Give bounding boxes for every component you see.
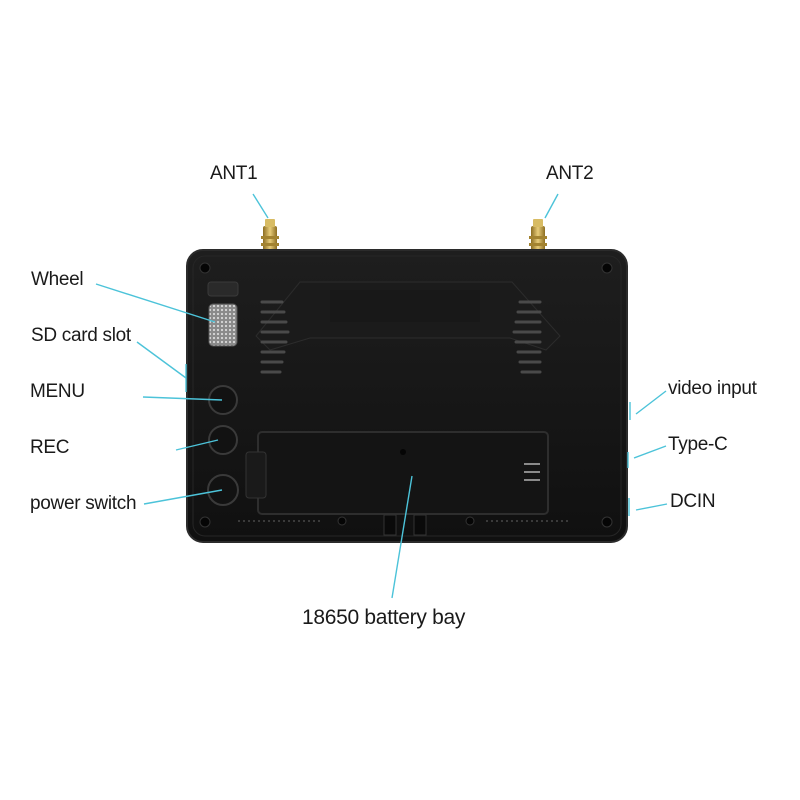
leader-battery xyxy=(391,475,413,599)
battery-bay xyxy=(245,431,549,515)
leader-type-c xyxy=(633,445,667,459)
label-type-c: Type-C xyxy=(668,434,728,455)
label-menu: MENU xyxy=(30,381,85,402)
antenna-ant2 xyxy=(529,219,547,252)
label-rec: REC xyxy=(30,437,70,458)
scroll-wheel xyxy=(207,281,239,347)
leader-ant2 xyxy=(544,193,559,219)
leader-menu xyxy=(142,396,223,401)
leader-video-input xyxy=(635,390,667,415)
vent-left xyxy=(260,300,290,374)
leader-wheel xyxy=(95,283,216,323)
label-ant1: ANT1 xyxy=(210,163,258,184)
label-battery-bay: 18650 battery bay xyxy=(302,606,466,629)
leader-lines xyxy=(95,193,668,599)
label-sd-card-slot: SD card slot xyxy=(31,325,131,346)
leader-ant1 xyxy=(252,193,269,219)
label-ant2: ANT2 xyxy=(546,163,594,184)
side-buttons xyxy=(207,385,239,506)
antenna-ant1 xyxy=(261,219,279,252)
leader-dcin xyxy=(635,503,668,511)
label-wheel: Wheel xyxy=(31,269,84,290)
leader-rec xyxy=(175,439,219,451)
vent-right xyxy=(512,300,542,374)
bottom-details xyxy=(238,514,570,536)
label-dcin: DCIN xyxy=(670,491,716,512)
label-power-switch: power switch xyxy=(30,493,137,514)
label-video-input: video input xyxy=(668,378,757,399)
corner-screws xyxy=(199,262,613,528)
leader-sd-card xyxy=(136,341,187,379)
leader-power xyxy=(143,489,223,505)
